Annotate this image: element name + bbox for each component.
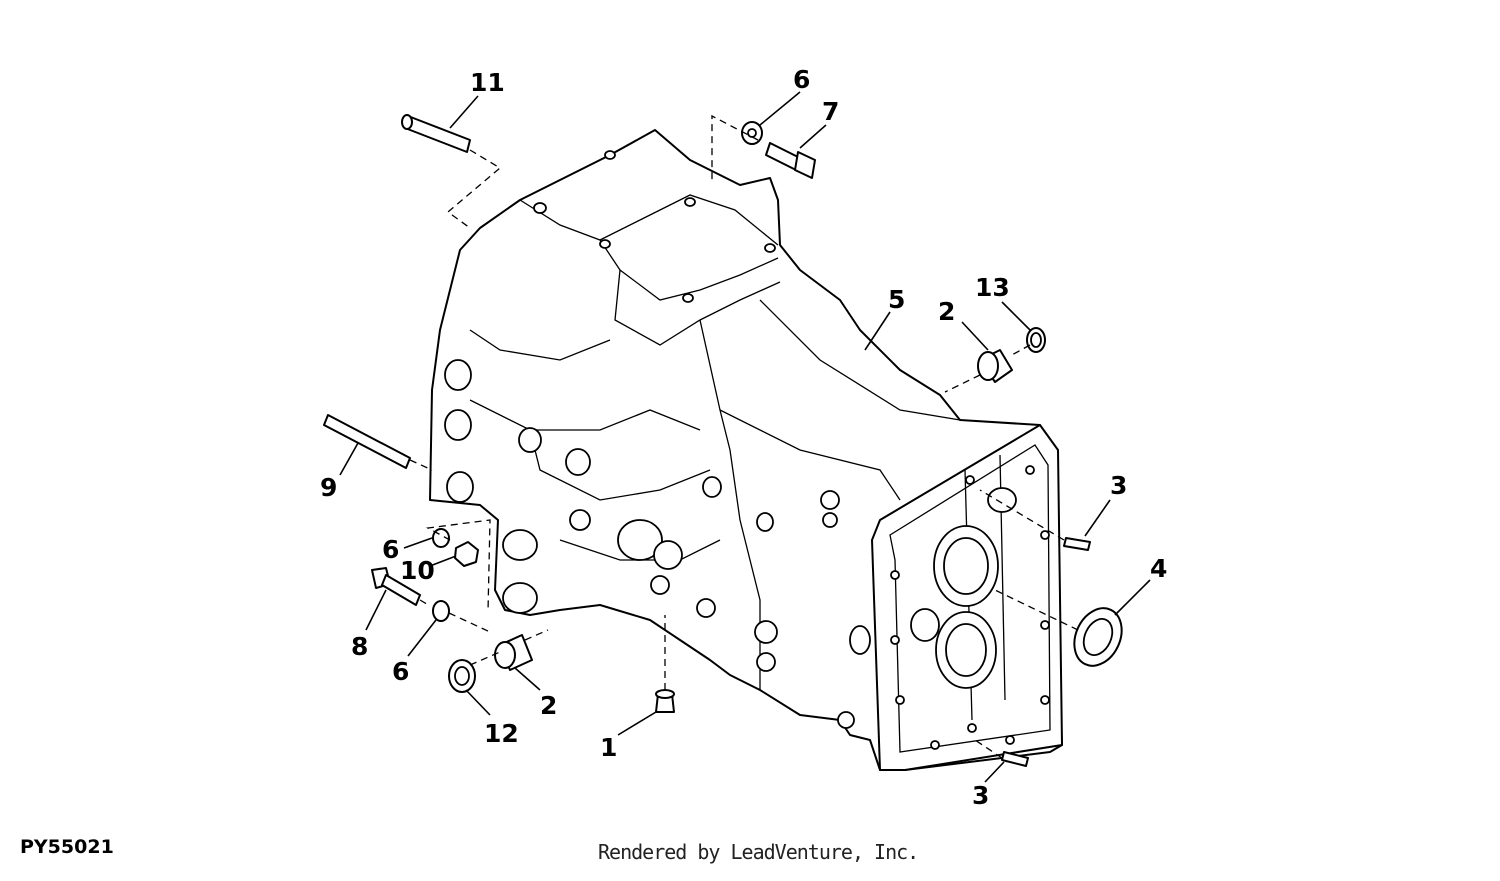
callout-3-upper: 3	[1110, 471, 1127, 500]
callout-7: 7	[822, 97, 839, 126]
callout-2-upper: 2	[938, 297, 955, 326]
washer-part-6-top-hole	[747, 128, 757, 138]
callout-13: 13	[975, 273, 1010, 302]
bushing-part-2-upper	[977, 349, 1013, 383]
render-credit-text: Rendered by LeadVenture, Inc.	[598, 840, 919, 864]
bushing-part-2-lower	[494, 634, 533, 671]
callout-5: 5	[888, 285, 905, 314]
callout-4: 4	[1150, 554, 1167, 583]
dowel-part-3-lower	[1001, 751, 1029, 767]
callout-8: 8	[351, 632, 368, 661]
bolt-part-8	[371, 567, 421, 606]
seal-part-13-hole	[1030, 332, 1042, 348]
nut-part-10	[454, 541, 479, 567]
callout-12: 12	[484, 719, 519, 748]
washer-part-6-lower	[432, 600, 450, 622]
callout-9: 9	[320, 473, 337, 502]
assembly-lines	[409, 114, 1079, 759]
leader-lines	[339, 91, 1151, 783]
callout-6-lower: 6	[392, 657, 409, 686]
seal-part-12-hole	[454, 666, 470, 686]
transmission-housing	[429, 129, 1063, 771]
callout-labels: 11 6 7 5 2 13 9 3 4 6 10 8 6 2 12 1 3	[320, 65, 1167, 810]
callout-3-lower: 3	[972, 781, 989, 810]
callout-1: 1	[600, 733, 617, 762]
callout-6-middle: 6	[382, 535, 399, 564]
callout-11: 11	[470, 68, 505, 97]
dowel-part-3-upper	[1063, 537, 1091, 551]
bolt-part-7	[765, 142, 816, 179]
callout-6-top: 6	[793, 65, 810, 94]
stud-part-9	[323, 414, 411, 469]
plug-part-1	[655, 689, 675, 713]
seal-part-4-hole	[1082, 618, 1114, 656]
figure-id-label: PY55021	[20, 836, 114, 858]
callout-10: 10	[400, 556, 435, 585]
stud-part-11	[401, 114, 471, 153]
callout-2-lower: 2	[540, 691, 557, 720]
